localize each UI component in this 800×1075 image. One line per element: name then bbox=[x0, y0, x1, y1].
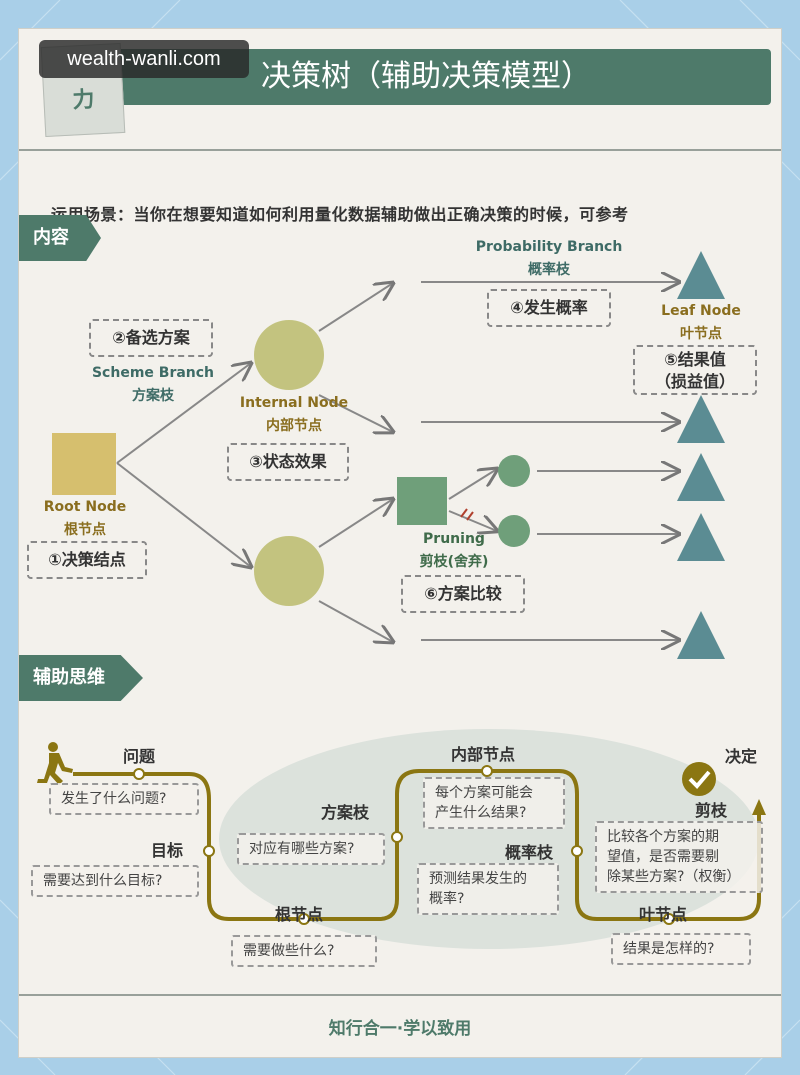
goal-question: 需要达到什么目标? bbox=[31, 865, 199, 897]
prune-question: 比较各个方案的期 望值，是否需要剔 除某些方案?（权衡） bbox=[595, 821, 763, 893]
scheme-comparison-box: ⑥方案比较 bbox=[401, 575, 525, 613]
root-node-label-zh: 根节点 bbox=[64, 522, 106, 538]
internal-node-question-line2: 产生什么结果? bbox=[435, 805, 527, 821]
leaf-node-question: 结果是怎样的? bbox=[611, 933, 751, 965]
state-effect-box: ③状态效果 bbox=[227, 443, 349, 481]
internal-node-label-en: Internal Node bbox=[239, 395, 349, 411]
prune-question-line1: 比较各个方案的期 bbox=[607, 829, 719, 845]
root-node-step-label: 根节点 bbox=[275, 905, 324, 924]
problem-label: 问题 bbox=[123, 747, 156, 766]
small-node-lower bbox=[498, 515, 530, 547]
branch-upper-up bbox=[318, 283, 393, 332]
prune-question-line3: 除某些方案?（权衡） bbox=[607, 869, 741, 885]
branch-lower-down bbox=[318, 600, 393, 642]
path-point-problem bbox=[133, 768, 145, 780]
root-node-square bbox=[52, 433, 116, 495]
watermark: wealth-wanli.com bbox=[39, 40, 249, 78]
branch-lower-up bbox=[318, 499, 393, 548]
probability-question-line2: 概率? bbox=[429, 891, 465, 907]
leaf-node-triangle-1 bbox=[677, 251, 725, 299]
decision-tree-diagram bbox=[52, 251, 725, 659]
alternative-scheme-box: ②备选方案 bbox=[89, 319, 213, 357]
path-point-goal bbox=[203, 845, 215, 857]
content-frame bbox=[19, 149, 781, 1019]
footer-motto: 知行合一·学以致用 bbox=[328, 1019, 472, 1039]
problem-question: 发生了什么问题? bbox=[49, 783, 199, 815]
path-point-scheme bbox=[391, 831, 403, 843]
probability-branch-label-en: Probability Branch bbox=[475, 239, 623, 255]
path-point-root bbox=[298, 913, 310, 925]
leaf-node-triangle-4 bbox=[677, 513, 725, 561]
occurrence-probability-box: ④发生概率 bbox=[487, 289, 611, 327]
leaf-node-triangle-5 bbox=[677, 611, 725, 659]
root-node-label-en: Root Node bbox=[43, 499, 127, 515]
goal-label: 目标 bbox=[151, 841, 184, 860]
probability-question-line1: 预测结果发生的 bbox=[429, 871, 527, 887]
prune-branch-up bbox=[448, 469, 497, 500]
leaf-node-triangle-3 bbox=[677, 453, 725, 501]
scenario-text: 运用场景：当你在想要知道如何利用量化数据辅助做出正确决策的时候，可参考 bbox=[51, 205, 629, 224]
background-ellipse bbox=[219, 729, 759, 949]
scheme-step-label: 方案枝 bbox=[321, 803, 370, 822]
thinking-section-tag: 辅助思维 bbox=[19, 655, 143, 701]
scheme-branch-lower bbox=[116, 462, 251, 567]
pruning-decision-square bbox=[397, 477, 447, 525]
path-point-prob bbox=[571, 845, 583, 857]
prune-question-line2: 望值，是否需要剔 bbox=[607, 849, 719, 865]
runner-icon bbox=[37, 742, 73, 785]
prune-step-label: 剪枝 bbox=[695, 801, 728, 820]
internal-node-upper bbox=[254, 320, 324, 390]
leaf-node-triangle-2 bbox=[677, 395, 725, 443]
decision-node-box: ①决策结点 bbox=[27, 541, 147, 579]
decide-label: 决定 bbox=[725, 747, 758, 766]
check-icon bbox=[682, 762, 716, 796]
result-value-box: ⑤结果值 （损益值） bbox=[633, 345, 757, 395]
probability-branch-label-zh: 概率枝 bbox=[528, 262, 570, 278]
internal-node-question-line1: 每个方案可能会 bbox=[435, 785, 533, 801]
prune-cut-mark bbox=[460, 508, 474, 521]
internal-node-question: 每个方案可能会 产生什么结果? bbox=[423, 777, 565, 829]
scheme-branch-label-zh: 方案枝 bbox=[132, 388, 174, 404]
journey-path bbox=[73, 769, 761, 921]
internal-node-step-label: 内部节点 bbox=[451, 745, 516, 764]
path-arrow-up bbox=[752, 799, 766, 815]
result-value-line1: ⑤结果值 bbox=[664, 350, 726, 369]
path-point-leaf bbox=[663, 913, 675, 925]
scheme-question: 对应有哪些方案? bbox=[237, 833, 385, 865]
scheme-branch-upper bbox=[116, 363, 251, 464]
prune-branch-down bbox=[448, 510, 497, 531]
internal-node-label-zh: 内部节点 bbox=[266, 418, 322, 434]
leaf-node-label-zh: 叶节点 bbox=[680, 326, 722, 342]
pruning-label-en: Pruning bbox=[423, 531, 485, 547]
thinking-path-diagram bbox=[37, 729, 766, 949]
content-section-tag: 内容 bbox=[19, 215, 101, 261]
path-point-internal bbox=[481, 765, 493, 777]
root-node-question: 需要做些什么? bbox=[231, 935, 377, 967]
small-node-upper bbox=[498, 455, 530, 487]
infographic-card: 决策树（辅助决策模型） 力 运用场景：当你在想要知道如何利用量化数据辅助做出正确… bbox=[18, 28, 782, 1058]
probability-step-label: 概率枝 bbox=[505, 843, 554, 862]
scheme-branch-label-en: Scheme Branch bbox=[91, 365, 215, 381]
internal-node-lower bbox=[254, 536, 324, 606]
footer-divider bbox=[19, 994, 781, 996]
result-value-line2: （损益值） bbox=[654, 372, 735, 391]
leaf-node-label-en: Leaf Node bbox=[661, 303, 741, 319]
leaf-node-step-label: 叶节点 bbox=[639, 905, 688, 924]
probability-question: 预测结果发生的 概率? bbox=[417, 863, 559, 915]
branch-upper-down bbox=[318, 394, 393, 432]
pruning-label-zh: 剪枝(舍弃) bbox=[419, 554, 489, 570]
